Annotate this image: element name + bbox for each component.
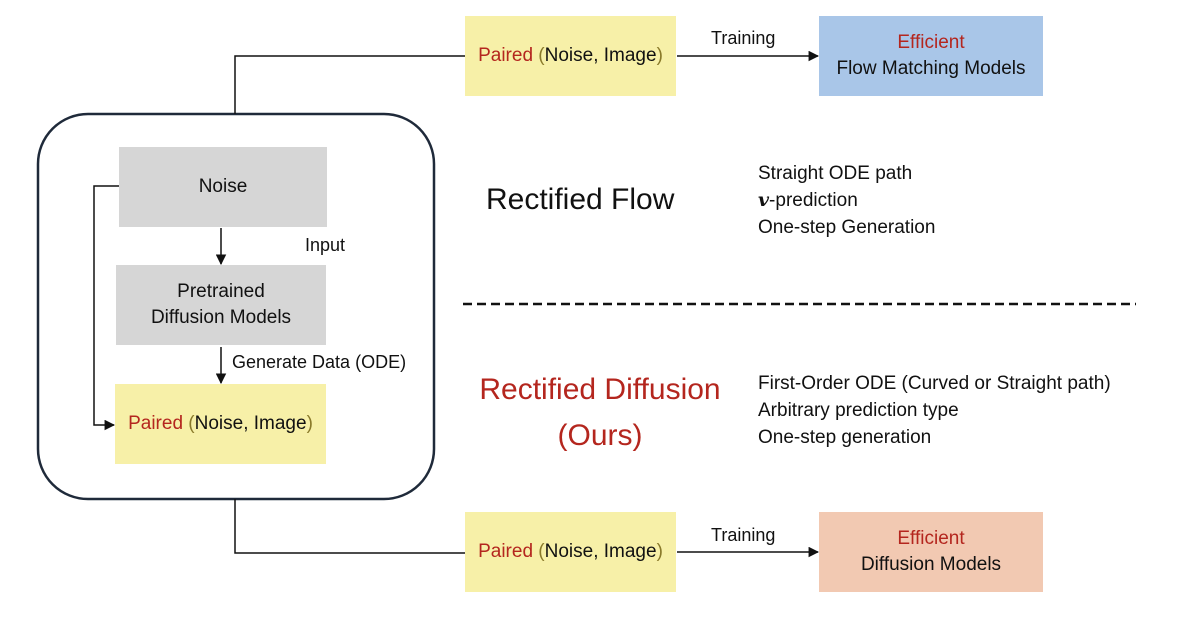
flow-matching-label: Flow Matching Models	[836, 58, 1026, 79]
connector-top	[234, 55, 466, 114]
arrow-noise-loop	[93, 185, 119, 431]
feature-item: v-prediction	[758, 189, 858, 211]
diffusion-models-label: Diffusion Models	[860, 554, 1002, 575]
noise-box: Noise	[119, 147, 327, 227]
noise-label: Noise	[198, 176, 248, 197]
top-training-label: Training	[711, 28, 776, 48]
feature-item: Straight ODE path	[758, 163, 913, 184]
pipeline-container	[36, 112, 436, 501]
pipeline-paired-box: Paired (Noise, Image)	[115, 384, 326, 464]
feature-item: One-step generation	[758, 427, 932, 448]
model-label-line1: Pretrained	[177, 281, 265, 302]
top-paired-box: Paired (Noise, Image)	[465, 16, 676, 96]
input-label: Input	[305, 235, 346, 255]
generate-label: Generate Data (ODE)	[232, 352, 407, 372]
model-label-line2: Diffusion Models	[150, 307, 292, 328]
efficient-label: Efficient	[897, 528, 965, 549]
rectified-diffusion-title: Rectified Diffusion (Ours)	[479, 373, 721, 452]
rectified-flow-features: Straight ODE path v-prediction One-step …	[758, 160, 935, 241]
paired-text: Paired (Noise, Image)	[478, 541, 663, 562]
connector-bottom	[234, 499, 466, 554]
feature-item: First-Order ODE (Curved or Straight path…	[758, 373, 1111, 394]
rectified-diffusion-features: First-Order ODE (Curved or Straight path…	[758, 370, 1111, 451]
bottom-training-label: Training	[711, 525, 776, 545]
efficient-label: Efficient	[897, 32, 965, 53]
pretrained-model-box: Pretrained Diffusion Models	[116, 265, 326, 345]
diffusion-models-box: Efficient Diffusion Models	[819, 512, 1043, 592]
rectified-flow-title: Rectified Flow	[486, 183, 675, 216]
paired-text: Paired (Noise, Image)	[128, 413, 313, 434]
feature-item: One-step Generation	[758, 217, 936, 238]
paired-text: Paired (Noise, Image)	[478, 45, 663, 66]
bottom-paired-box: Paired (Noise, Image)	[465, 512, 676, 592]
flow-matching-models-box: Efficient Flow Matching Models	[819, 16, 1043, 96]
feature-item: Arbitrary prediction type	[758, 400, 959, 421]
